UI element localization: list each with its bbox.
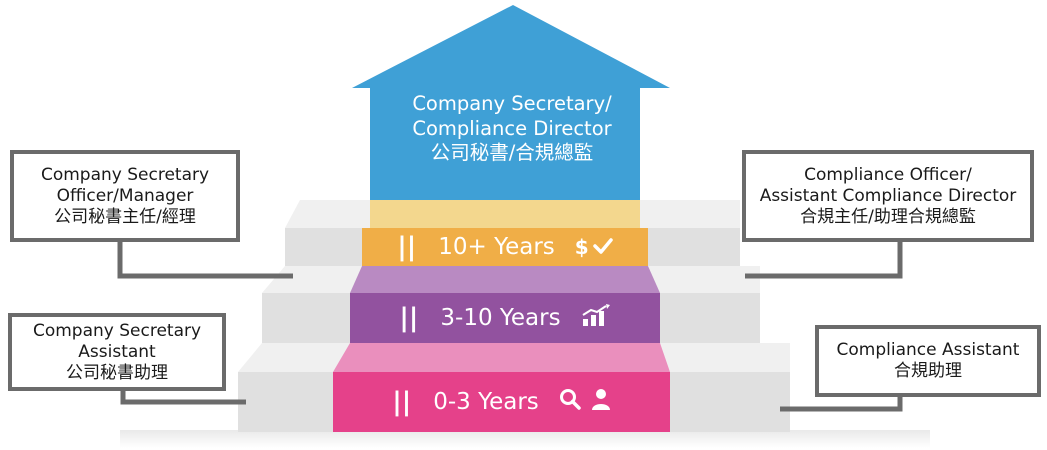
- arrow-title-line3: 公司秘書/合規總監: [430, 141, 594, 164]
- dollar-icon: $: [574, 235, 589, 259]
- callout-cs-assistant: Company Secretary Assistant 公司秘書助理: [8, 313, 226, 391]
- callout-line: Company Secretary: [40, 164, 210, 185]
- callout-line: Compliance Officer/: [804, 164, 972, 185]
- level-10-plus-label: 10+ Years: [438, 234, 555, 260]
- floor-shadow: [120, 430, 930, 448]
- callout-line: Assistant: [78, 341, 156, 362]
- connector-lines: [117, 242, 903, 412]
- level-0-3: || 0-3 Years: [333, 372, 670, 432]
- promotion-arrow: [352, 5, 670, 200]
- callout-line: 公司秘書助理: [66, 362, 168, 383]
- level-bar-mark: ||: [397, 232, 417, 262]
- user-icon: [591, 388, 611, 416]
- level-0-3-label: 0-3 Years: [433, 389, 539, 415]
- growth-chart-icon: [581, 304, 611, 332]
- arrow-title-line2: Compliance Director: [412, 116, 612, 140]
- search-icon: [559, 388, 581, 416]
- callout-compliance-assistant: Compliance Assistant 合規助理: [815, 325, 1041, 397]
- checkmark-icon: [592, 234, 613, 260]
- callout-line: 公司秘書主任/經理: [54, 206, 196, 227]
- band-0-3: [333, 343, 670, 432]
- callout-line: 合規助理: [894, 361, 962, 381]
- arrow-title-line1: Company Secretary/: [412, 92, 612, 115]
- level-3-10-label: 3-10 Years: [440, 305, 561, 331]
- arrow-title: Company Secretary/ Compliance Director 公…: [362, 92, 662, 166]
- callout-line: Compliance Assistant: [836, 340, 1020, 360]
- level-bar-mark: ||: [392, 387, 412, 417]
- level-3-10: || 3-10 Years: [350, 293, 660, 343]
- band-10-plus: [362, 200, 648, 266]
- callout-compliance-officer: Compliance Officer/ Assistant Compliance…: [742, 150, 1034, 242]
- callout-line: 合規主任/助理合規總監: [800, 206, 976, 227]
- level-bar-mark: ||: [399, 303, 419, 333]
- callout-cs-officer-manager: Company Secretary Officer/Manager 公司秘書主任…: [10, 150, 240, 242]
- callout-line: Company Secretary: [32, 320, 202, 341]
- band-3-10: [350, 266, 660, 343]
- callout-line: Assistant Compliance Director: [759, 185, 1017, 206]
- level-10-plus: || 10+ Years $: [362, 228, 648, 266]
- callout-line: Officer/Manager: [56, 185, 194, 206]
